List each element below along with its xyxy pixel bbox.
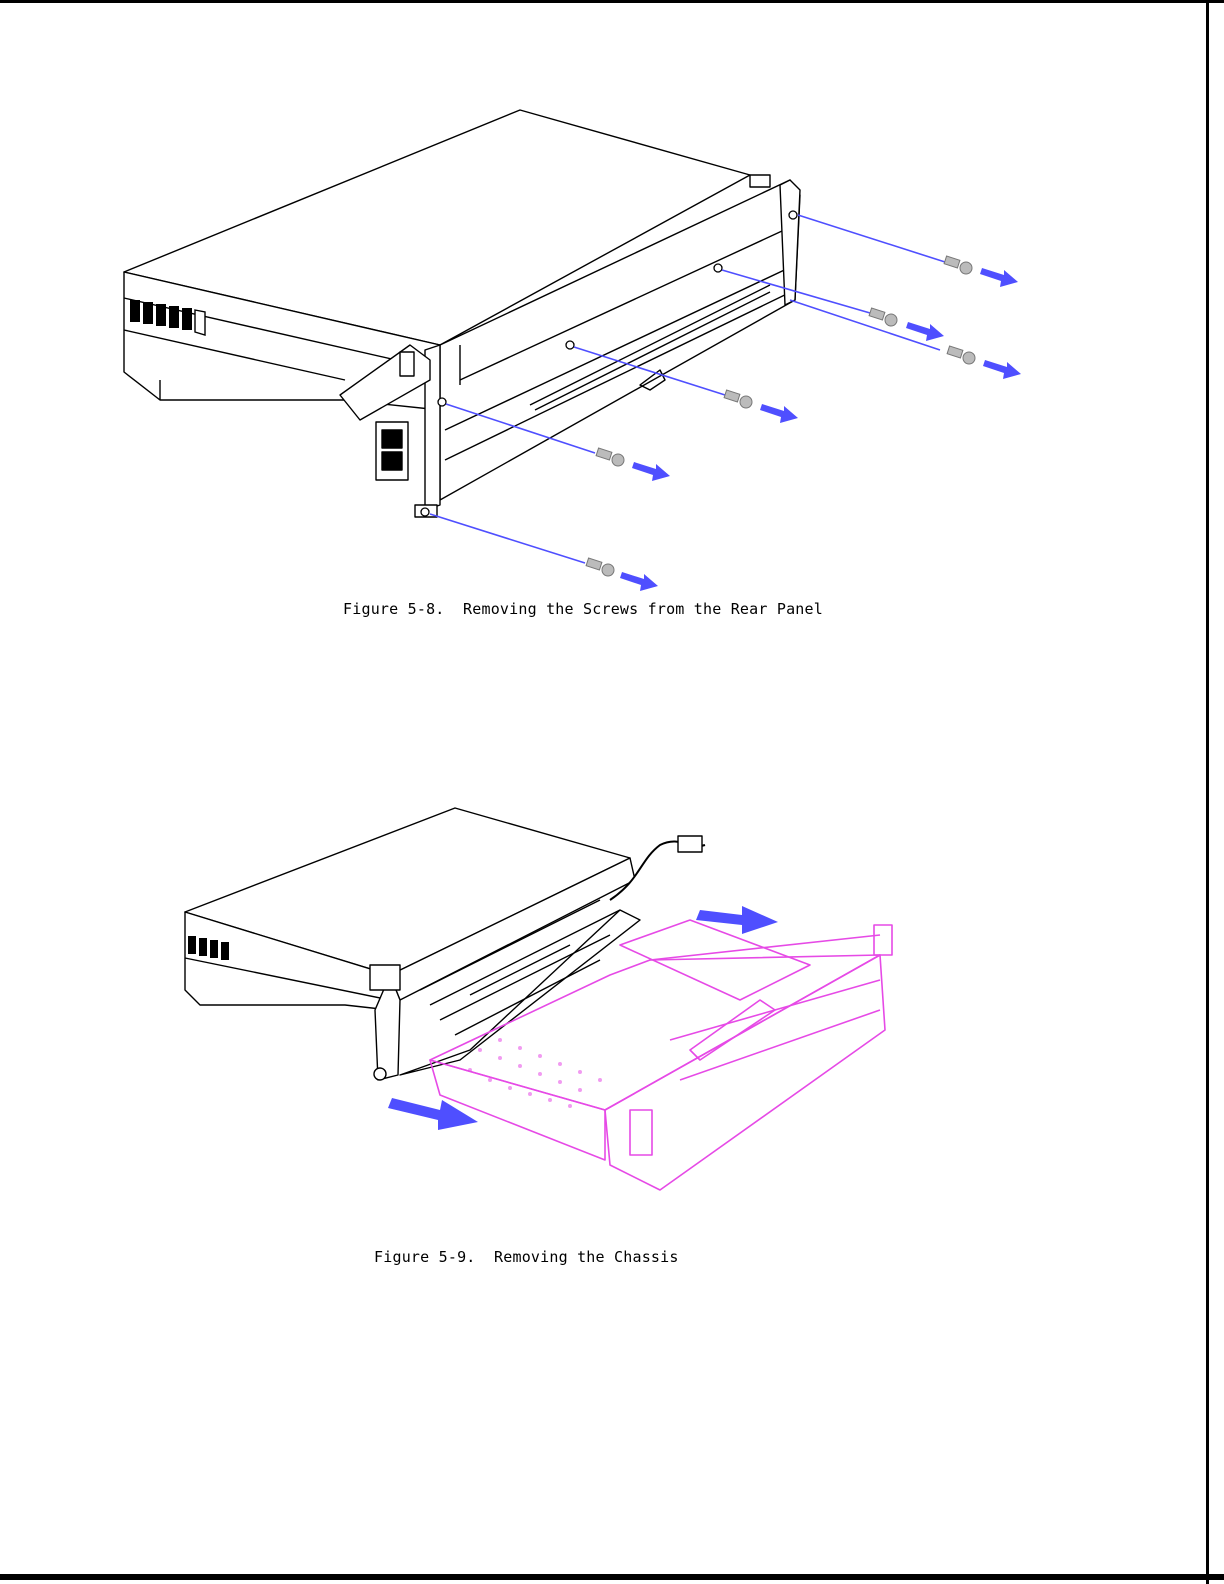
- chassis-icon: [430, 920, 892, 1190]
- figure-5-9-illustration: [0, 0, 1224, 1300]
- figure-5-9-caption: Figure 5-9. Removing the Chassis: [374, 1248, 679, 1266]
- page-border-bottom: [0, 1574, 1224, 1580]
